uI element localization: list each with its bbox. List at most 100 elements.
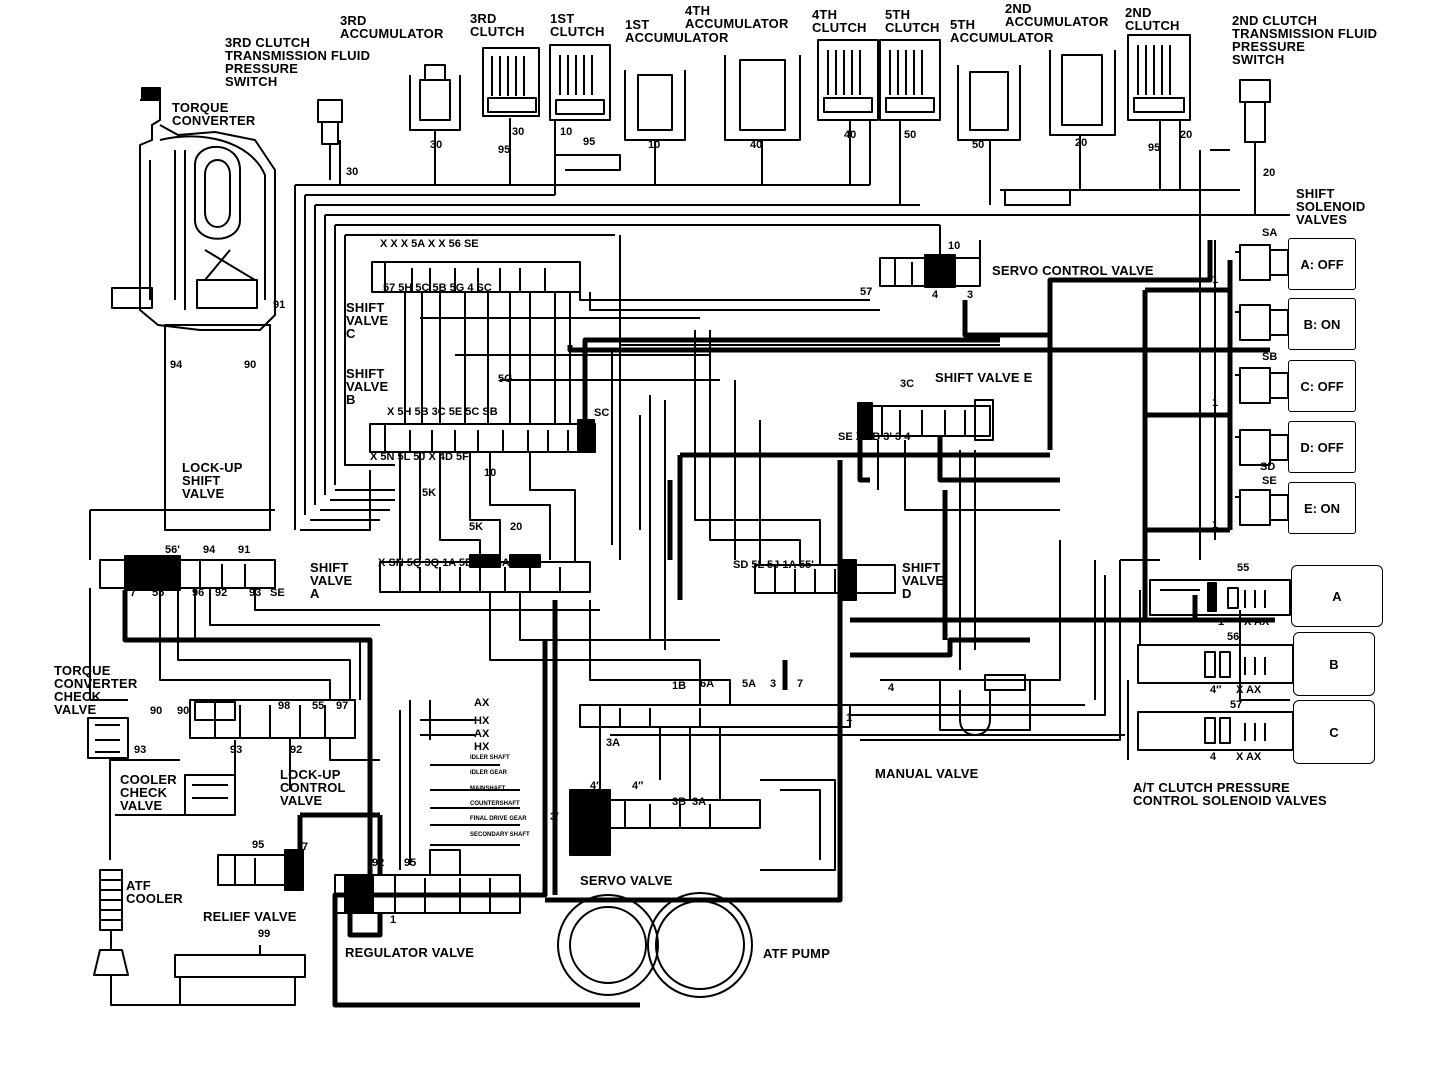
port-92: 92 [215,587,228,599]
shift-valve-b-bottom-ports: X 5N 5L 5J X 4D 5F [370,451,469,463]
port-5k: 5K [469,521,484,533]
reg-note-idler-shaft: IDLER SHAFT [470,755,510,761]
port-4pp: 4″ [632,780,644,792]
label-shift-valve-a: SHIFT VALVE A [310,560,353,601]
shift-valve-d-ports: SD 5L 5J 1A 55' [733,559,814,571]
servo-control-valve-body [879,240,981,288]
2nd-clutch [1127,34,1191,121]
relief-valve-body [217,849,304,891]
reg-note-final-drive-gear: FINAL DRIVE GEAR [470,816,527,822]
atf-pump-body [557,892,753,998]
atf-cooler-body [93,869,180,1006]
label-4th-accumulator: 4TH ACCUMULATOR [685,3,789,31]
label-lockup-control-valve: LOCK-UP CONTROL VALVE [280,767,346,808]
pcs-solenoid-a: A [1291,565,1383,627]
reg-note-hx2: HX [474,741,490,753]
port-92: 92 [290,744,303,756]
label-shift-valve-c: SHIFT VALVE C [346,300,389,341]
lower-passages [89,149,1290,860]
port-sb: SB [1262,351,1278,363]
torque-converter [111,87,276,331]
port-56p: 56' [165,544,180,556]
port-92: 92 [372,857,385,869]
label-shift-valve-b: SHIFT VALVE B [346,366,389,407]
label-shift-valve-e: SHIFT VALVE E [935,370,1033,385]
port-20: 20 [1263,167,1276,179]
shift-valve-a-body [379,554,591,593]
port-50: 50 [972,139,985,151]
shift-solenoid-coils [1235,244,1289,526]
4th-accumulator [724,55,801,141]
port-57: 57 [860,286,873,298]
port-5g: 5G [498,373,513,385]
port-20: 20 [1075,137,1088,149]
label-2nd-clutch: 2ND CLUTCH [1125,5,1180,33]
port-5k: 5K [422,487,437,499]
shift-solenoid-d-state: D: OFF [1288,421,1356,473]
upper-passages [294,118,1290,530]
port-90: 90 [244,359,257,371]
port-7: 7 [130,587,137,599]
port-10: 10 [484,467,497,479]
port-1: 1 [846,712,853,724]
port-7: 7 [797,678,804,690]
shift-valve-c-ports: 57 5H 5C 5B 5G 4 SC [383,282,492,294]
port-40: 40 [844,129,857,141]
port-94: 94 [203,544,216,556]
port-x-ax: X AX [1236,751,1262,763]
3rd-clutch-pressure-switch [317,99,343,180]
port-4: 4 [932,289,939,301]
port-55: 55 [1237,562,1250,574]
5th-clutch [879,39,941,121]
port-x-ax: X AX [1244,616,1270,628]
lockup-shift-valve-body [164,324,271,531]
pcs-solenoid-c: C [1293,700,1375,764]
port-20: 20 [1180,129,1193,141]
reg-note-countershaft: COUNTERSHAFT [470,801,520,807]
port-se: SE [1262,475,1277,487]
port-50: 50 [904,129,917,141]
lockup-shift-valve-spool [99,555,276,591]
port-1: 1 [1212,519,1219,531]
port-sd: SD [1260,461,1276,473]
label-torque-converter-check-valve: TORQUE CONVERTER CHECK VALVE [54,663,138,717]
shift-solenoid-a-state: A: OFF [1288,238,1356,290]
port-98: 98 [278,700,291,712]
port-4p: 4′ [590,780,599,792]
port-95: 95 [404,857,417,869]
2nd-accumulator [1049,50,1116,136]
shift-valve-a-ports: X SN 5Q 3Q 1A 5B' 5F SA [378,557,510,569]
port-30: 30 [430,139,443,151]
reg-note-secondary-shaft: SECONDARY SHAFT [470,832,530,838]
port-95: 95 [252,839,265,851]
reg-note-mainshaft: MAINSHAFT [470,786,506,792]
label-shift-valve-d: SHIFT VALVE D [902,560,945,601]
label-2nd-accumulator: 2ND ACCUMULATOR [1005,1,1109,29]
port-1b: 1B [672,680,687,692]
port-93: 93 [230,744,243,756]
label-torque-converter: TORQUE CONVERTER [172,100,256,128]
reg-note-idler-gear: IDLER GEAR [470,770,508,776]
port-10: 10 [648,139,661,151]
label-servo-valve: SERVO VALVE [580,873,673,888]
port-10: 10 [948,240,961,252]
port-6a: 6A [700,678,715,690]
port-55: 55 [312,700,325,712]
port-91: 91 [238,544,251,556]
port-7: 7 [302,841,309,853]
port-1: 1 [1218,616,1225,628]
port-90: 90 [150,705,163,717]
port-56: 56 [1227,631,1240,643]
port-se: SE [270,587,285,599]
port-93: 93 [249,587,262,599]
cooler-check-valve-body [184,774,236,816]
4th-clutch [817,39,879,121]
atf-strainer [174,945,306,1006]
label-5th-accumulator: 5TH ACCUMULATOR [950,17,1054,45]
port-95: 95 [498,144,511,156]
torque-converter-check-valve-body [87,717,129,759]
reg-note-ax1: AX [474,697,490,709]
label-at-clutch-pressure-control-solenoids: A/T CLUTCH PRESSURE CONTROL SOLENOID VAL… [1133,780,1327,808]
label-5th-clutch: 5TH CLUTCH [885,7,940,35]
